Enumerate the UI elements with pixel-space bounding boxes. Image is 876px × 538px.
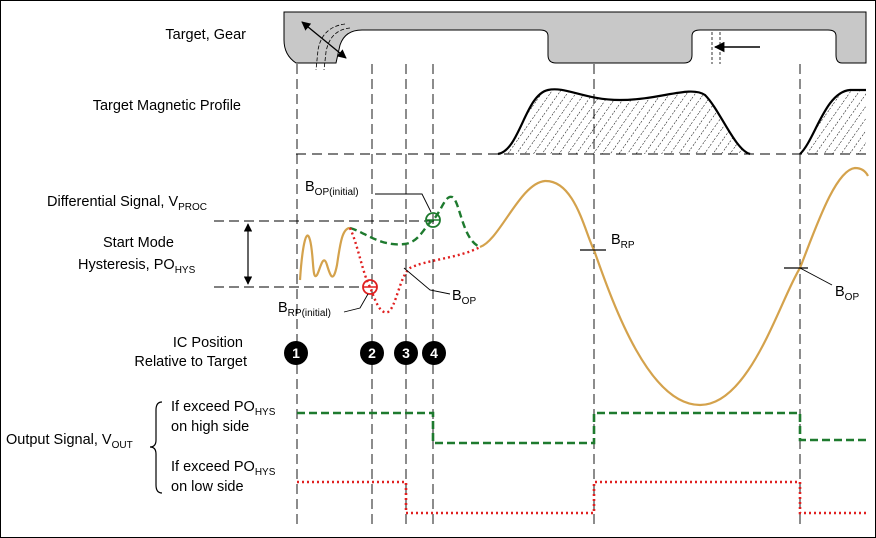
diff-signal-label: Differential Signal, VPROC xyxy=(47,194,207,213)
svg-text:4: 4 xyxy=(430,345,438,361)
svg-text:3: 3 xyxy=(402,345,410,361)
position-marker-2: 2 xyxy=(360,341,384,365)
svg-text:2: 2 xyxy=(368,345,376,361)
position-marker-1: 1 xyxy=(284,341,308,365)
output-signal-label: Output Signal, VOUT xyxy=(6,432,133,451)
svg-text:1: 1 xyxy=(292,345,300,361)
output-low-side xyxy=(297,480,868,515)
low-side-label-2: on low side xyxy=(171,479,244,495)
output-brace xyxy=(149,401,163,494)
position-markers: 1 2 3 4 xyxy=(284,341,446,365)
magnetic-profile xyxy=(296,88,866,156)
bop-right-label: BOP xyxy=(835,284,859,303)
magnetic-profile-label: Target Magnetic Profile xyxy=(93,98,241,114)
brp-label: BRP xyxy=(611,232,635,251)
high-side-label-2: on high side xyxy=(171,419,249,435)
position-marker-4: 4 xyxy=(422,341,446,365)
row-labels: Target, Gear Target Magnetic Profile Dif… xyxy=(6,27,276,495)
profile-lobe-2 xyxy=(799,88,866,155)
start-mode-label: Start Mode xyxy=(103,235,174,251)
ic-position-label: IC Position xyxy=(173,335,243,351)
brp-initial-label: BRP(initial) xyxy=(278,300,331,319)
threshold-markers xyxy=(343,193,833,313)
signal-startup-wiggle xyxy=(298,226,351,281)
high-side-path xyxy=(349,195,481,249)
hysteresis-band xyxy=(214,220,440,288)
bop-initial-label: BOP(initial) xyxy=(305,179,359,198)
gear-motion-arrow xyxy=(301,21,347,59)
output-waveforms xyxy=(297,411,868,515)
profile-lobe-1 xyxy=(497,88,751,156)
signal-main-wave xyxy=(479,166,869,407)
bop-label: BOP xyxy=(452,288,476,307)
annotations: BOP(initial) BRP(initial) BOP BRP BOP xyxy=(278,179,859,319)
low-side-label-1: If exceed POHYS xyxy=(171,459,276,478)
target-gear xyxy=(283,11,867,71)
differential-signal xyxy=(298,166,869,407)
hysteresis-label: Hysteresis, POHYS xyxy=(78,257,196,276)
high-side-label-1: If exceed POHYS xyxy=(171,399,276,418)
output-high-side xyxy=(297,411,868,445)
position-marker-3: 3 xyxy=(394,341,418,365)
relative-target-label: Relative to Target xyxy=(134,354,247,370)
gear-body xyxy=(283,11,867,64)
low-side-path xyxy=(348,227,481,314)
position-guides xyxy=(296,64,801,528)
target-gear-label: Target, Gear xyxy=(165,27,246,43)
